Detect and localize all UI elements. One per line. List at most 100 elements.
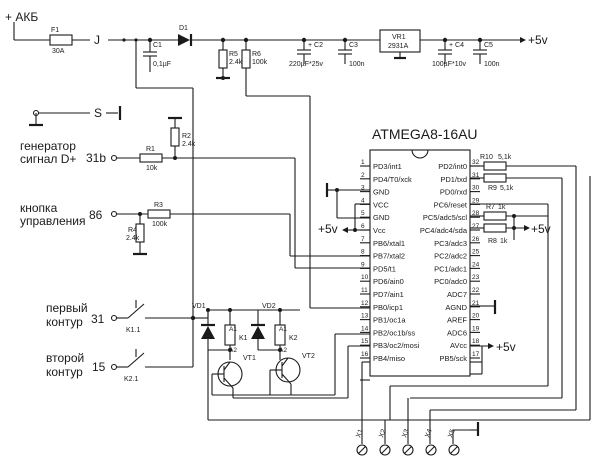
r9-val: 5,1k: [500, 185, 514, 192]
chip-pin-label: PB3/oc2/mosi: [373, 341, 420, 350]
c5-val: 100n: [484, 61, 500, 68]
chip-pin-number: 25: [472, 249, 480, 256]
k2-ref: K2: [289, 335, 298, 342]
chip-pin-label: PD0/rxd: [440, 188, 467, 197]
resistor-r9: [483, 173, 507, 183]
connector-x4[interactable]: X4: [424, 428, 437, 456]
r2-val: 2.4k: [182, 141, 196, 148]
chip-pin-number: 11: [361, 287, 368, 294]
connector-x1[interactable]: X1: [355, 428, 368, 456]
mcu-power: +5v: [318, 183, 370, 236]
chip-pin-number: 29: [472, 197, 480, 204]
r8-val: 1k: [500, 238, 508, 245]
gen-pin: 31b: [86, 151, 106, 165]
resistor-r5: [218, 49, 228, 69]
chip-pin-number: 18: [472, 338, 480, 345]
diode-vd1: [201, 326, 215, 339]
resistor-r7: [483, 211, 507, 221]
chip-pin-number: 30: [472, 185, 480, 192]
connector-x3[interactable]: X3: [401, 428, 414, 456]
chip-pin-number: 9: [361, 261, 365, 268]
btn-label-1: кнопка: [20, 201, 58, 215]
akb-label: + АКБ: [5, 10, 38, 24]
chip-name: ATMEGA8-16AU: [372, 126, 478, 142]
connector-block: X1 X2 X3 X4 X5: [355, 428, 460, 456]
mcu: ATMEGA8-16AU PD3/int11PD4/T0/xck2GND3VCC…: [360, 126, 480, 377]
c3-ref: C3: [349, 42, 358, 49]
chip-pin-label: GND: [373, 188, 390, 197]
power-section: + АКБ F1 30A J C1 0,1µF D1 R5 2.4k: [5, 10, 548, 318]
chip-pin-number: 15: [361, 338, 369, 345]
plus5-label-c: +5v: [496, 340, 516, 354]
c2-label-2: контур: [46, 365, 83, 379]
r6-ref: R6: [252, 51, 261, 58]
chip-pin-label: PD3/int1: [373, 162, 402, 171]
chip-pin-label: PD7/ain1: [373, 290, 404, 299]
chip-pin-number: 12: [361, 300, 369, 307]
resistor-r1: [139, 153, 163, 163]
r3-ref: R3: [154, 202, 163, 209]
chip-left-pins: PD3/int11PD4/T0/xck2GND3VCC4GND5Vcc6PB6/…: [360, 159, 420, 363]
chip-pin-label: ADC6: [447, 328, 467, 337]
chip-pin-label: PD5/t1: [373, 264, 396, 273]
c4-ref: + C4: [449, 42, 464, 49]
resistor-r2: [170, 127, 180, 147]
chip-notch: [411, 149, 429, 159]
chip-pin-number: 27: [472, 223, 480, 230]
c1-label-1: первый: [46, 301, 88, 315]
j-label: J: [94, 33, 100, 47]
k1-ref: K1: [239, 335, 248, 342]
k1-sw-label: K1.1: [126, 327, 141, 334]
generator-input: генератор сигнал D+ 31b R1 10k R2 2.4k: [20, 116, 370, 269]
vd2-ref: VD2: [262, 303, 276, 310]
connector-label: X1: [355, 428, 365, 439]
k2-a2: A2: [279, 347, 287, 354]
connector-x5[interactable]: X5: [447, 428, 460, 456]
chip-pin-label: PC1/adc1: [434, 264, 467, 273]
chip-pin-number: 13: [361, 313, 369, 320]
c2-pin: 15: [92, 360, 106, 374]
r6-val: 100k: [252, 59, 268, 66]
c5-ref: C5: [484, 42, 493, 49]
resistor-r10: [483, 161, 507, 171]
chip-pin-number: 3: [361, 185, 365, 192]
plus5-top-label: +5v: [528, 33, 548, 47]
c2-ref: + C2: [308, 42, 323, 49]
chip-pin-label: PC2/adc2: [434, 252, 467, 261]
chip-pin-label: PC3/adc3: [434, 239, 467, 248]
relay-section: первый контур 31 K1.1 второй контур 15 K…: [46, 300, 370, 398]
chip-pin-label: PB0/icp1: [373, 303, 403, 312]
chip-pin-number: 10: [361, 274, 369, 281]
chip-pin-label: AREF: [447, 316, 467, 325]
chip-pin-label: PD4/T0/xck: [373, 175, 412, 184]
resistor-r6: [241, 49, 251, 69]
chip-pin-label: PC4/adc4/sda: [420, 226, 468, 235]
resistor-r8: [483, 223, 507, 233]
chip-pin-label: PD6/ain0: [373, 277, 404, 286]
chip-pin-label: PC6/reset: [434, 200, 468, 209]
chip-pin-label: PB2/oc1b/ss: [373, 328, 415, 337]
k1-a2: A2: [229, 347, 237, 354]
chip-pin-number: 8: [361, 249, 365, 256]
s-input: S: [29, 106, 122, 127]
gen-label-1: генератор: [20, 139, 76, 153]
chip-pin-label: GND: [373, 213, 390, 222]
connector-x2[interactable]: X2: [378, 428, 391, 456]
chip-pin-label: PD1/txd: [440, 175, 467, 184]
chip-pin-number: 4: [361, 197, 365, 204]
btn-pin: 86: [89, 208, 103, 222]
chip-pin-label: PB5/sck: [439, 354, 467, 363]
f1-ref: F1: [51, 27, 59, 34]
chip-pin-number: 20: [472, 313, 480, 320]
chip-pin-number: 5: [361, 210, 365, 217]
chip-pin-label: PC0/adc0: [434, 277, 467, 286]
chip-pin-label: PB4/miso: [373, 354, 405, 363]
chip-pin-number: 6: [361, 223, 365, 230]
chip-pin-label: PD2/int0: [438, 162, 467, 171]
r3-val: 100k: [152, 221, 168, 228]
diode-vd2: [251, 326, 265, 339]
chip-pin-label: ADC7: [447, 290, 467, 299]
resistor-r3: [147, 209, 171, 219]
c1-label-2: контур: [46, 315, 83, 329]
